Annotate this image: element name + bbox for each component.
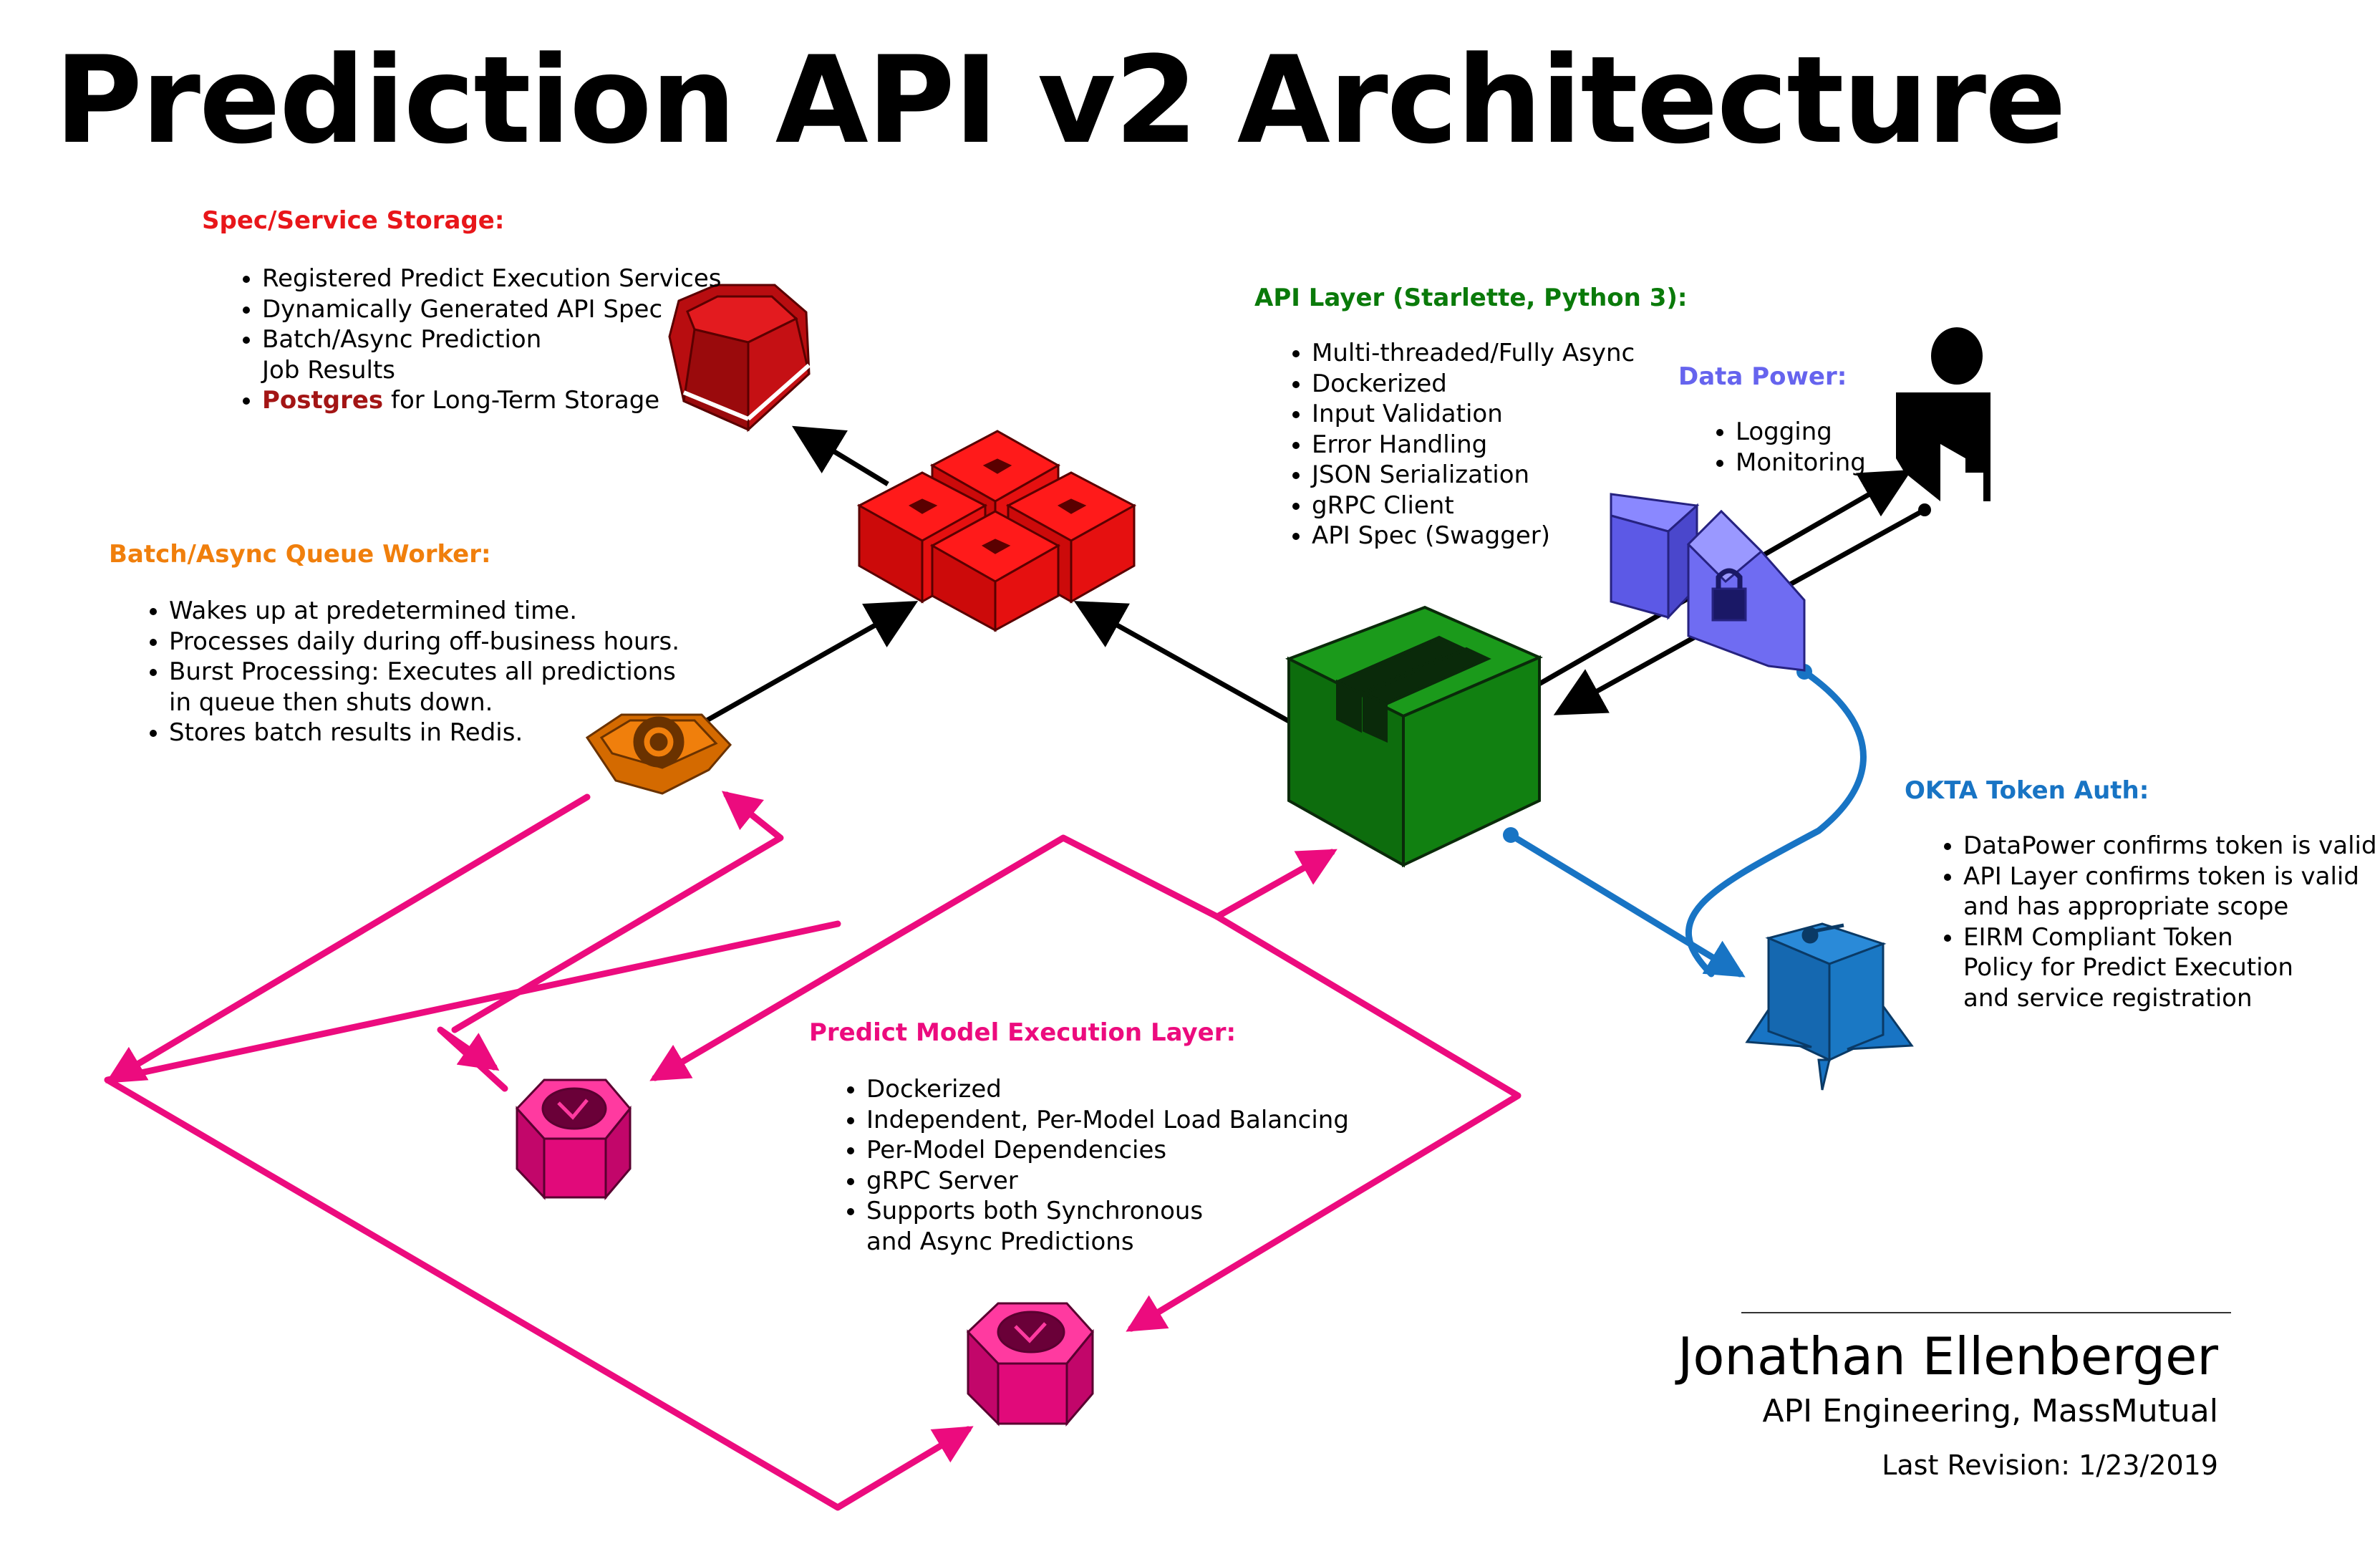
storage-item: Registered Predict Execution Services <box>262 264 721 294</box>
database-icon <box>668 284 811 433</box>
api-item: Multi-threaded/Fully Async <box>1312 338 1635 369</box>
redis-cube-4 <box>929 510 1061 632</box>
worker-item: Processes daily during off-business hour… <box>169 627 679 657</box>
api-heading: API Layer (Starlette, Python 3): <box>1254 284 1688 312</box>
api-item: Input Validation <box>1312 399 1635 430</box>
storage-item-line: Batch/Async Prediction <box>262 325 542 354</box>
api-item: Dockerized <box>1312 369 1635 400</box>
model-heading: Predict Model Execution Layer: <box>809 1018 1237 1047</box>
storage-list: Registered Predict Execution Services Dy… <box>228 264 721 416</box>
signature-divider <box>1741 1312 2231 1313</box>
api-to-okta-arrow <box>1507 831 1746 978</box>
model-to-api-arrow <box>1214 849 1337 920</box>
worker-item-line: Burst Processing: Executes all predictio… <box>169 657 676 686</box>
model-list: Dockerized Independent, Per-Model Load B… <box>832 1074 1349 1257</box>
okta-item-line: Policy for Predict Execution <box>1963 953 2293 982</box>
api-connector-dot <box>1503 827 1519 843</box>
model-connectors <box>104 791 1522 1511</box>
api-item: JSON Serialization <box>1312 460 1635 491</box>
model-item: Independent, Per-Model Load Balancing <box>866 1105 1349 1136</box>
worker-item-line: in queue then shuts down. <box>169 687 493 717</box>
storage-item-line: Job Results <box>262 355 395 385</box>
auth-connectors <box>1507 668 1867 978</box>
container-icon <box>1285 605 1544 868</box>
redis-cluster-icon <box>856 430 1137 632</box>
gear-icon <box>585 713 732 795</box>
storage-heading: Spec/Service Storage: <box>202 206 505 235</box>
model1-loop-arrow <box>437 1026 508 1092</box>
page-title: Prediction API v2 Architecture <box>54 30 2066 170</box>
model-node-icon <box>966 1302 1094 1427</box>
revision-date: Last Revision: 1/23/2019 <box>1882 1449 2218 1481</box>
redis-to-postgres-arrow <box>792 425 889 486</box>
author-name: Jonathan Ellenberger <box>1678 1326 2218 1386</box>
worker-loop-arrow <box>104 920 974 1511</box>
okta-item-line: and service registration <box>1963 983 2253 1013</box>
okta-item-line: EIRM Compliant Token <box>1963 922 2233 952</box>
datapower-heading: Data Power: <box>1678 362 1847 391</box>
okta-item: DataPower confirms token is valid <box>1963 831 2377 862</box>
okta-heading: OKTA Token Auth: <box>1905 776 2149 805</box>
okta-item-line: and has appropriate scope <box>1963 892 2289 921</box>
api-item: Error Handling <box>1312 430 1635 460</box>
storage-item-line: for Long-Term Storage <box>383 386 660 415</box>
postgres-label: Postgres <box>262 386 384 415</box>
author-org: API Engineering, MassMutual <box>1762 1393 2218 1429</box>
worker-to-redis-arrow <box>700 601 919 726</box>
model1-to-worker-arrow <box>451 791 784 1033</box>
api-to-model2-arrow <box>1126 913 1522 1332</box>
worker-list: Wakes up at predetermined time. Processe… <box>135 596 679 748</box>
key-icon <box>1745 922 1914 1091</box>
datapower-item: Monitoring <box>1736 448 1866 478</box>
user-connector-dot <box>1918 503 1931 516</box>
model-item: Dockerized <box>866 1074 1349 1105</box>
worker-item: Stores batch results in Redis. <box>169 718 679 748</box>
model-item-line: and Async Predictions <box>866 1227 1134 1256</box>
model-item-line: Supports both Synchronous <box>866 1197 1204 1225</box>
storage-item: Postgres for Long-Term Storage <box>262 385 721 416</box>
worker-to-model1-arrow <box>105 793 591 1084</box>
worker-heading: Batch/Async Queue Worker: <box>109 540 491 569</box>
api-item: API Spec (Swagger) <box>1312 521 1635 551</box>
okta-list: DataPower confirms token is valid API La… <box>1929 831 2377 1013</box>
model-item: Per-Model Dependencies <box>866 1135 1349 1166</box>
api-item: gRPC Client <box>1312 491 1635 521</box>
datapower-item: Logging <box>1736 417 1866 448</box>
datapower-to-okta-link <box>1685 668 1867 978</box>
api-to-model1-arrow <box>649 834 1221 1081</box>
storage-item: Dynamically Generated API Spec <box>262 294 721 325</box>
worker-item: Wakes up at predetermined time. <box>169 596 679 627</box>
user-icon <box>1896 327 1990 501</box>
model-item: gRPC Server <box>866 1166 1349 1197</box>
datapower-list: Logging Monitoring <box>1701 417 1866 478</box>
gateway-lock-icon <box>1610 493 1806 672</box>
api-to-redis-arrow <box>1073 601 1290 724</box>
okta-item-line: API Layer confirms token is valid <box>1963 862 2359 891</box>
worker-item: Burst Processing: Executes all predictio… <box>169 657 679 718</box>
model-node-icon <box>515 1078 632 1201</box>
api-list: Multi-threaded/Fully Async Dockerized In… <box>1277 338 1635 551</box>
